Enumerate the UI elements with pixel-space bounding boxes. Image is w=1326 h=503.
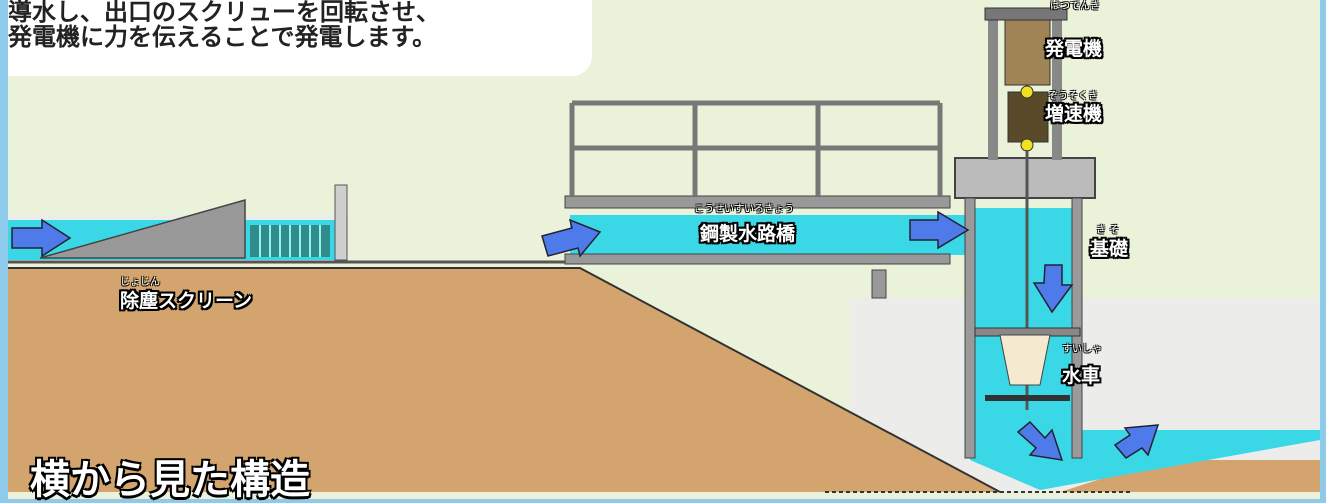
bridge-channel-water [570,215,970,255]
flow-arrow-icon [541,218,602,258]
gearbox-body [1007,91,1049,143]
description-line-2: 発電機に力を伝えることで発電します。 [8,23,437,51]
bridge-deck [564,195,951,209]
bridge-label: 鋼製水路橋 [700,223,796,245]
foundation-ruby: き そ [1096,225,1120,236]
generator-label: 発電機 [1045,38,1103,60]
screen-ruby: じょじん [120,277,160,288]
generator-body [1004,19,1051,86]
flow-arrow-icon [909,210,970,250]
bridge-ruby: こうせいすいろきょう [694,204,794,215]
turbine-tower [954,7,1096,459]
gearbox-ruby: ぞうそくき [1048,91,1098,102]
generator-ruby: はつでんき [1050,1,1100,12]
flow-arrow-icon [11,218,72,258]
turbine-ruby: すいしゃ [1062,344,1102,355]
diagram-title: 横から見た構造 [30,457,310,503]
flow-arrow-icon [1016,420,1064,461]
screen-label: 除塵スクリーン [120,290,253,312]
soil-right [1060,460,1320,492]
turbine-runner [999,334,1051,386]
description-line-1: 導水し、出口のスクリューを回転させ、 [8,0,440,26]
turbine-label: 水車 [1062,365,1101,387]
flow-arrow-icon [1032,264,1074,314]
screen-ramp [39,199,246,259]
bridge-girder [564,253,951,265]
description-box: 導水し、出口のスクリューを回転させ、 発電機に力を伝えることで発電します。 [8,0,592,76]
bridge-railing [569,100,943,196]
soil-left [8,268,1000,492]
foundation-label: 基礎 [1090,238,1129,260]
flow-arrow-icon [1113,424,1160,459]
gearbox-label: 増速機 [1045,103,1103,125]
